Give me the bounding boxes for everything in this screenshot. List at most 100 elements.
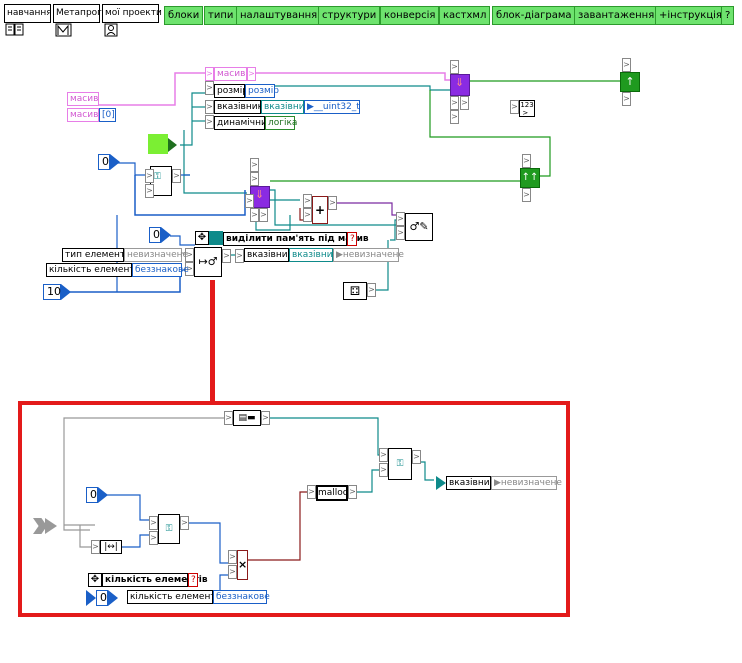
alloc-in-port[interactable]: > (185, 248, 194, 262)
dice-icon[interactable]: ⚃ (343, 282, 367, 300)
move-icon[interactable]: ✥ (88, 573, 102, 587)
struct-field-port[interactable]: > (205, 100, 214, 114)
green-in-port[interactable]: > (522, 154, 531, 168)
alloc-help-button[interactable]: ? (347, 232, 357, 246)
alloc-in-port[interactable]: > (185, 262, 194, 276)
assign-block[interactable]: ♂✎ (405, 213, 433, 241)
save-icon[interactable] (209, 231, 223, 245)
move-icon[interactable]: ✥ (195, 231, 209, 245)
detail-out-pointer-value: ▶невизначене (491, 476, 562, 490)
menu-help[interactable]: ? (721, 6, 735, 25)
assign-in-port[interactable]: > (396, 226, 405, 240)
book-icon[interactable] (5, 23, 25, 37)
green-double-up-block[interactable]: ↑↑ (520, 168, 540, 188)
dice-out-port[interactable]: > (367, 283, 376, 297)
const-zero-mid[interactable]: 0 (149, 227, 161, 243)
ptr-port[interactable]: > (460, 96, 469, 110)
const-ten[interactable]: 10 (43, 284, 61, 300)
out-pointer-value: ▶невизначене (333, 248, 404, 262)
green-out-port[interactable]: > (522, 188, 531, 202)
green-out-port[interactable]: > (622, 92, 631, 106)
menu-conversion[interactable]: конверсія (380, 6, 440, 25)
add-out-port[interactable]: > (328, 196, 337, 210)
menu-add-instruction[interactable]: +інструкція (655, 6, 726, 25)
metaprog-logo-icon[interactable] (54, 23, 74, 37)
const-arrow-icon (98, 487, 108, 503)
multiply-block[interactable]: × (237, 550, 248, 580)
add-in-port[interactable]: > (303, 194, 312, 208)
mul-in-port[interactable]: > (228, 550, 237, 564)
unpack-out-port[interactable]: > (172, 169, 181, 183)
purple-pointer-block[interactable] (450, 74, 470, 96)
unpack-in-port[interactable]: > (145, 169, 154, 183)
malloc-out-port[interactable]: > (348, 485, 357, 499)
unpack-out-port[interactable]: > (180, 516, 189, 530)
add-in-port[interactable]: > (303, 208, 312, 222)
key-icon: ⚿ (154, 172, 161, 182)
ptr-port[interactable]: > (250, 208, 259, 222)
length-block[interactable]: |↔| (100, 540, 122, 554)
ptr-port[interactable]: > (450, 96, 459, 110)
unpack-in-port[interactable]: > (145, 184, 154, 198)
out-pointer-port[interactable]: > (235, 249, 244, 263)
unpack-in-port[interactable]: > (149, 516, 158, 530)
green-in-port[interactable]: > (622, 58, 631, 72)
alloc-title: виділити пам'ять під масив (223, 232, 369, 246)
field-pointer-type: вказівник (261, 100, 310, 114)
count-help-button[interactable]: ? (188, 573, 198, 587)
ptr-in-port[interactable]: > (450, 60, 459, 74)
menu-custom-xml[interactable]: кастхмл (439, 6, 491, 25)
struct-in-port[interactable]: > (205, 67, 214, 81)
ptr-port[interactable]: > (450, 110, 459, 124)
struct-field-port[interactable]: > (205, 115, 214, 129)
pack-block[interactable]: ⚿ (388, 448, 412, 480)
len-in-port[interactable]: > (91, 540, 100, 554)
malloc-block[interactable]: malloc (316, 485, 348, 501)
struct-field-port[interactable]: > (205, 81, 214, 95)
menu-blocks[interactable]: блоки (164, 6, 204, 25)
count-header: кількість елементів (102, 573, 208, 587)
green-up-block[interactable]: ↑ (620, 72, 640, 92)
metaprog-button[interactable]: Метапрог (53, 4, 102, 23)
menu-settings[interactable]: налаштування (236, 6, 322, 25)
malloc-in-port[interactable]: > (307, 485, 316, 499)
menu-structures[interactable]: структури (318, 6, 381, 25)
out-pointer-type: вказівник (289, 248, 338, 262)
ptr-in-port[interactable]: > (250, 158, 259, 172)
ptr-in-port[interactable]: > (250, 172, 259, 186)
output-terminal-icon (436, 476, 446, 490)
size-out-port[interactable]: > (261, 411, 270, 425)
unpack-block[interactable]: ⚿ (158, 514, 180, 544)
tutorial-button[interactable]: навчання (4, 4, 52, 23)
input-masiv-index: [0] (99, 108, 116, 122)
const-zero-top[interactable]: 0 (98, 154, 110, 170)
alloc-block[interactable]: ↦♂ (194, 247, 222, 277)
display-block[interactable]: 123>_ (519, 100, 535, 117)
const-arrow-icon (161, 227, 171, 243)
field-size-type: розмір (245, 84, 279, 98)
my-projects-button[interactable]: мої проекти (102, 4, 162, 23)
field-size-label: розмір (214, 84, 248, 98)
struct-out-port[interactable]: > (247, 67, 256, 81)
green-trigger-block[interactable] (148, 134, 168, 154)
const-arrow-icon (108, 590, 118, 606)
add-block[interactable]: + (312, 196, 328, 224)
count-type: беззнакове (213, 590, 270, 604)
unpack-in-port[interactable]: > (149, 531, 158, 545)
size-in-port[interactable]: > (224, 411, 233, 425)
pack-in-port[interactable]: > (379, 448, 388, 462)
mul-in-port[interactable]: > (228, 565, 237, 579)
input-terminal-icon[interactable] (33, 518, 47, 534)
type-size-block[interactable]: ▤▬ (233, 410, 261, 426)
pack-out-port[interactable]: > (412, 450, 421, 464)
alloc-out-port[interactable]: > (222, 249, 231, 263)
count-const-zero[interactable]: 0 (96, 590, 108, 606)
pack-in-port[interactable]: > (379, 463, 388, 477)
detail-const-zero[interactable]: 0 (86, 487, 98, 503)
pointer-deref-icon: ⇓ (255, 188, 265, 201)
ptr-port[interactable]: > (259, 208, 268, 222)
assign-in-port[interactable]: > (396, 212, 405, 226)
display-in-port[interactable]: > (510, 100, 519, 114)
ptr-port[interactable]: > (245, 194, 254, 208)
user-icon[interactable] (102, 23, 122, 37)
